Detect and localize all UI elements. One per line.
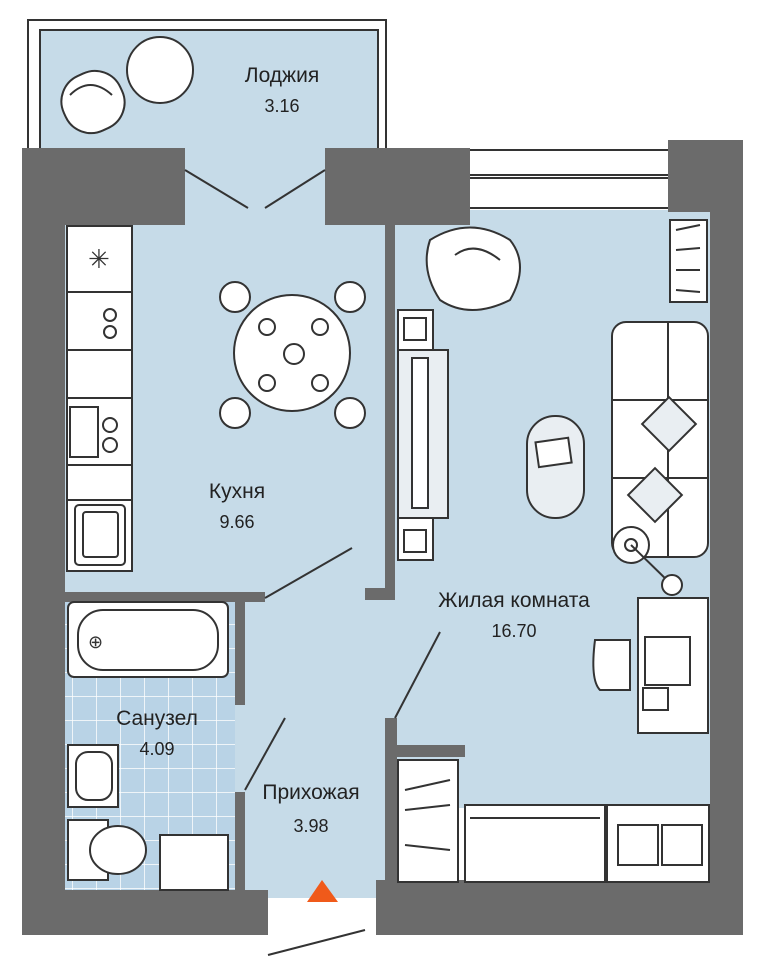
hallway-floor <box>235 598 390 898</box>
bathroom-name: Санузел <box>116 707 198 730</box>
wall-top-mid2 <box>325 148 395 225</box>
window <box>470 148 668 210</box>
bathroom-furniture: ⊕ <box>67 601 229 891</box>
wall-top-left <box>22 148 185 225</box>
hallway-area: 3.98 <box>293 816 328 836</box>
wall-kitchen-bath <box>65 592 265 602</box>
entrance-triangle-icon <box>307 880 338 902</box>
wall-right <box>710 140 743 935</box>
loggia-furniture <box>60 36 194 135</box>
svg-text:⊕: ⊕ <box>88 632 103 653</box>
wall-bottom-right <box>376 880 743 935</box>
kitchen-area: 9.66 <box>219 512 254 532</box>
doors <box>184 169 441 956</box>
wall-bottom-left <box>22 890 268 935</box>
wall-hall-living-2 <box>385 745 465 757</box>
kitchen-name: Кухня <box>209 480 265 503</box>
bathroom-area: 4.09 <box>139 739 174 759</box>
wall-bath-hall-bot <box>235 792 245 892</box>
loggia-name: Лоджия <box>245 64 319 87</box>
wall-bath-hall-top <box>235 600 245 705</box>
loggia-area: 3.16 <box>264 96 299 116</box>
wall-stub <box>365 588 395 600</box>
living-area: 16.70 <box>491 621 536 641</box>
loggia-frame <box>27 19 387 148</box>
living-name: Жилая комната <box>438 589 590 612</box>
wall-left <box>22 148 65 933</box>
living-furniture <box>397 219 709 734</box>
room-labels: Лоджия 3.16 Кухня 9.66 Жилая комната 16.… <box>116 64 590 836</box>
hallway-name: Прихожая <box>262 781 359 804</box>
hallway-floor-2 <box>380 598 400 748</box>
walls <box>22 140 743 935</box>
wardrobe <box>397 759 710 883</box>
svg-text:✳: ✳ <box>88 245 110 275</box>
wall-kitchen-living <box>385 210 395 590</box>
kitchen-furniture: ✳ <box>66 225 366 572</box>
wall-hall-living <box>385 718 397 883</box>
